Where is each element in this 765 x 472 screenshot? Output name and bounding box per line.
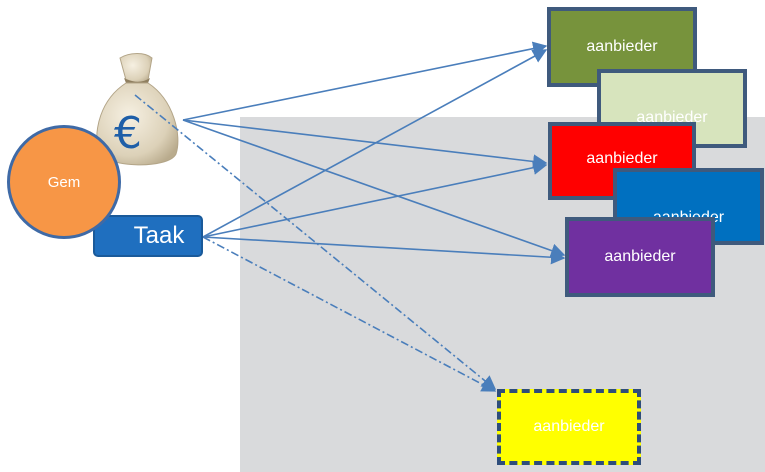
arrow-bag-to-provider-6-dashed <box>134 94 497 390</box>
arrow-bag-to-provider-3 <box>182 119 548 169</box>
arrow-taak-to-provider-3 <box>202 160 548 238</box>
svg-text:€: € <box>114 108 142 159</box>
provider-light-green-label: aanbieder <box>636 108 708 126</box>
provider-green-label: aanbieder <box>586 38 658 55</box>
provider-purple: aanbieder <box>565 217 715 297</box>
provider-purple-label: aanbieder <box>604 248 676 265</box>
gem-label: Gem <box>47 173 81 191</box>
arrow-taak-to-provider-5 <box>202 236 566 265</box>
gem-circle: Gem <box>7 125 121 239</box>
money-bag-euro-icon: € <box>96 53 179 166</box>
provider-red-label: aanbieder <box>586 150 658 167</box>
provider-yellow-dashed: aanbieder <box>497 389 641 465</box>
taak-box: Taak <box>93 215 203 257</box>
arrow-bag-to-provider-1 <box>182 41 548 121</box>
taak-label: Taak <box>133 222 185 249</box>
arrow-taak-to-provider-6-dashed <box>202 236 497 392</box>
arrow-bag-to-provider-5 <box>182 119 566 258</box>
arrow-taak-to-provider-1 <box>202 49 548 238</box>
provider-yellow-label: aanbieder <box>533 418 605 435</box>
